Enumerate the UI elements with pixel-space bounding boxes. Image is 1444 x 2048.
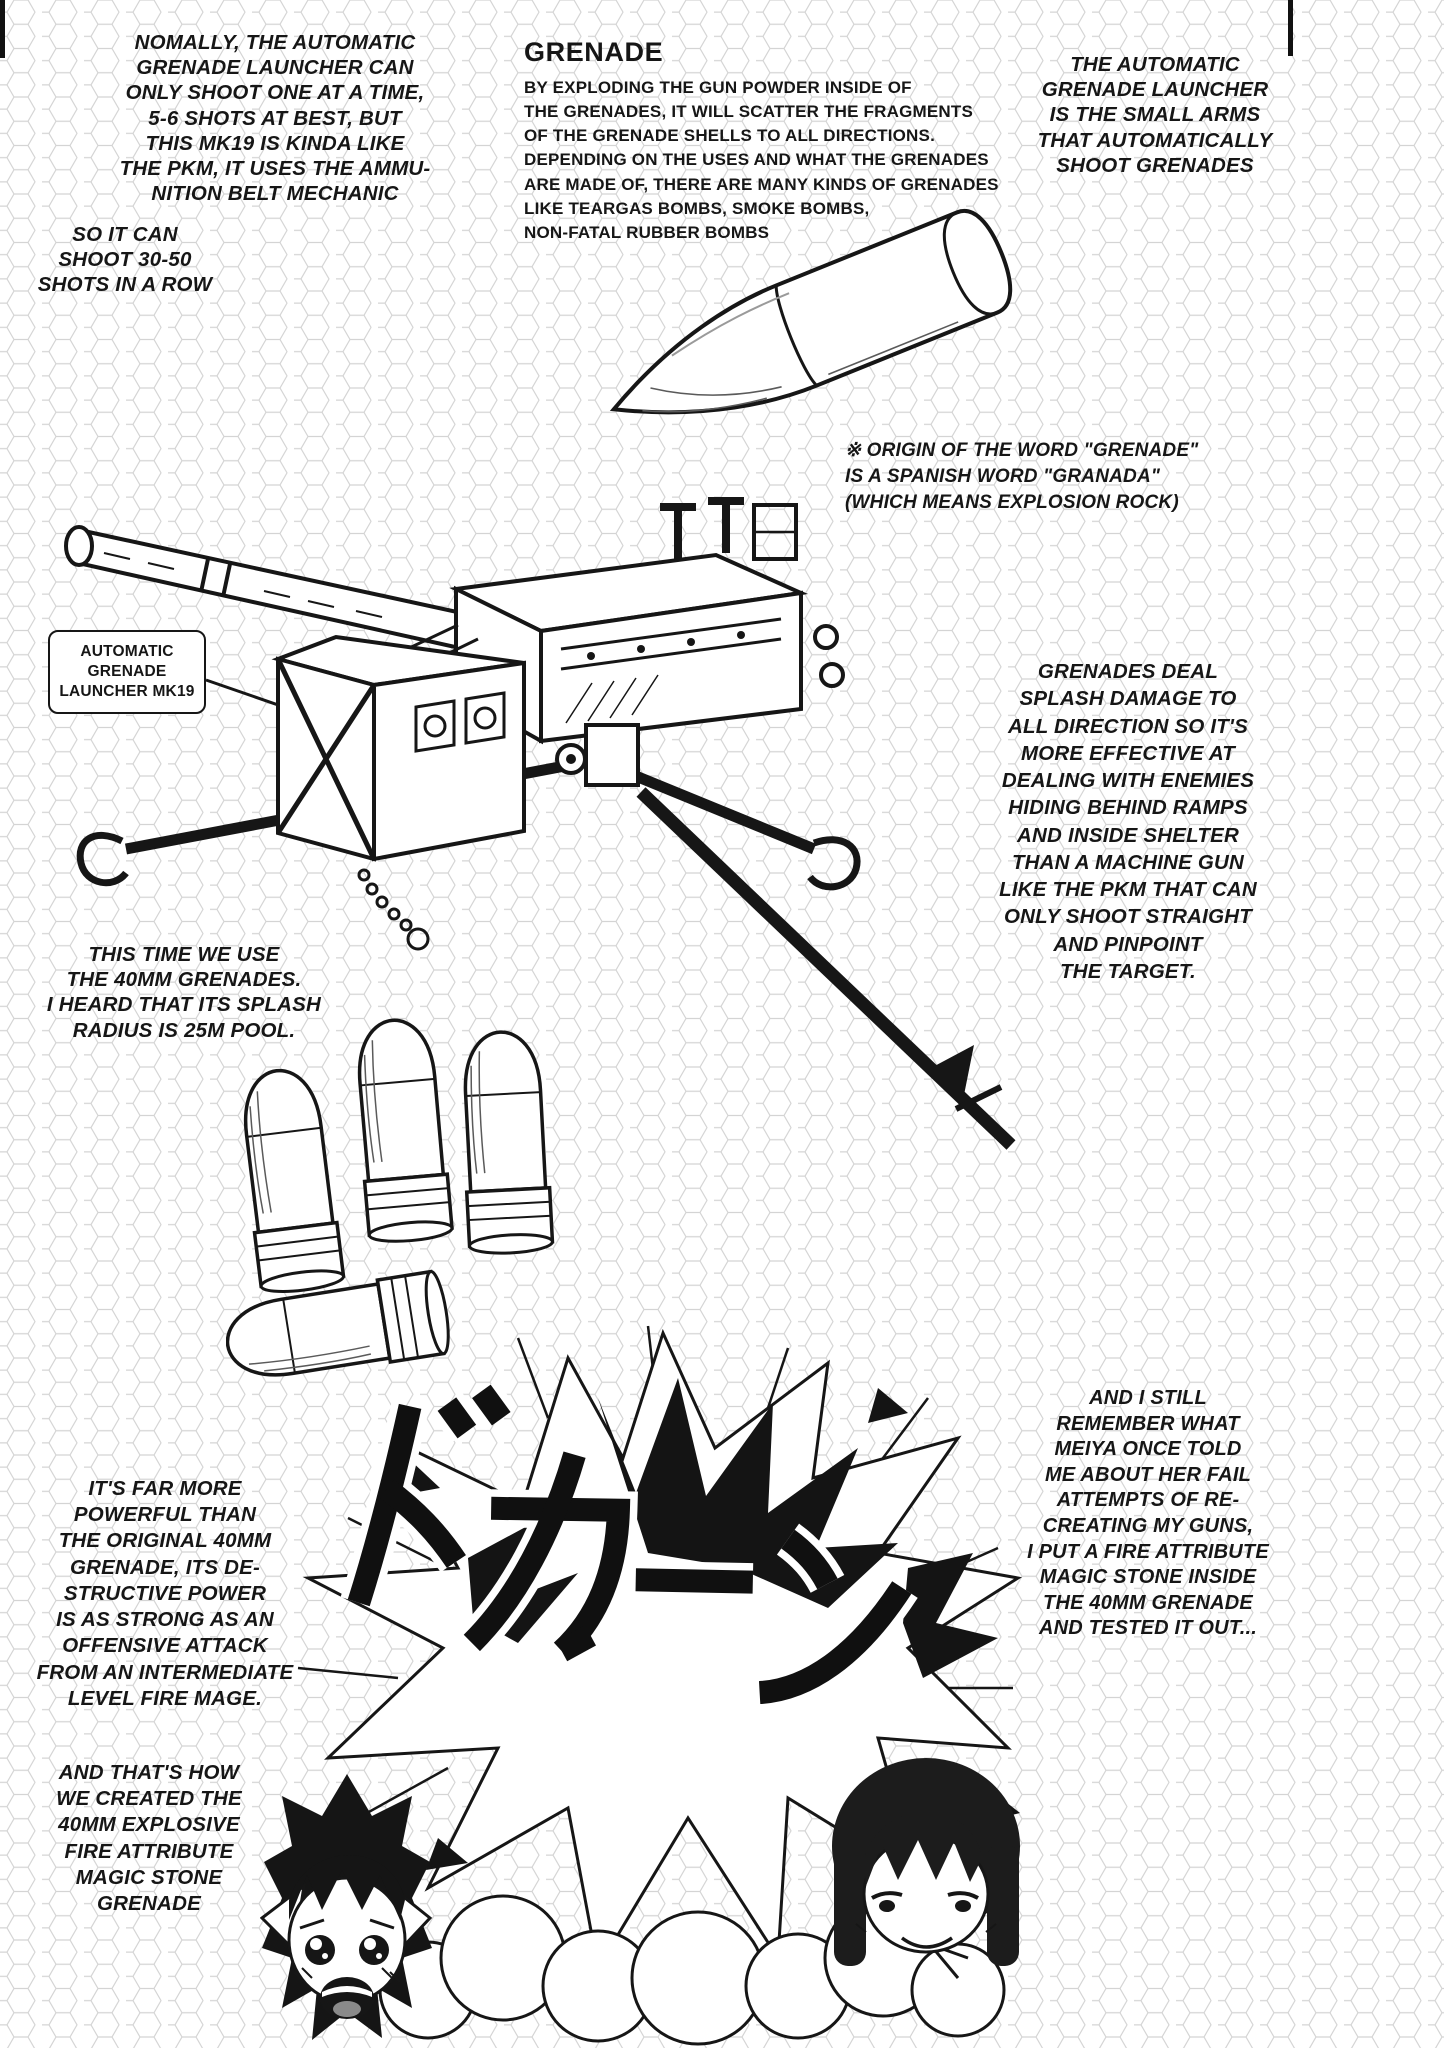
narration-magic-stone-grenade: AND THAT'S HOW WE CREATED THE 40MM EXPLO…: [56, 1761, 242, 1916]
grenade-shell-illustration: [609, 209, 1013, 415]
tripod-rear-rod: [636, 787, 1016, 1150]
narration-splash-damage: GRENADES DEAL SPLASH DAMAGE TO ALL DIREC…: [999, 660, 1257, 983]
eyes: [305, 1935, 389, 1965]
eyes: [871, 1891, 979, 1912]
sfx-dokaan: [340, 1380, 918, 1712]
grenade-origin-note: ※ ORIGIN OF THE WORD "GRENADE" IS A SPAN…: [845, 440, 1199, 514]
narration-launcher-intro: THE AUTOMATIC GRENADE LAUNCHER IS THE SM…: [1037, 53, 1273, 177]
panel-border-tick-left: [0, 0, 5, 58]
narration-ammo-belt: NOMALLY, THE AUTOMATIC GRENADE LAUNCHER …: [119, 31, 431, 206]
grenade-info-body: BY EXPLODING THE GUN POWDER INSIDE OF TH…: [524, 78, 999, 242]
eyebrows: [299, 1918, 395, 1930]
ammo-box: [271, 623, 526, 951]
blush-left: [293, 1967, 313, 1983]
tripod-mount: [555, 723, 640, 787]
pull-chain: [357, 868, 430, 951]
label-launcher-mk19: AUTOMATIC GRENADE LAUNCHER MK19: [48, 630, 206, 715]
narration-meiya-memory: AND I STILL REMEMBER WHAT MEIYA ONCE TOL…: [1027, 1387, 1269, 1640]
blush: [855, 1923, 997, 1933]
panel-border-tick-right: [1288, 0, 1293, 56]
chibi-girl-smug: [832, 1758, 1020, 1966]
side-lock-right: [987, 1844, 1019, 1966]
explosion-illustration: [297, 1325, 1023, 2046]
open-mouth: [320, 1977, 374, 2019]
grenade-info-title: GRENADE: [524, 37, 664, 67]
narration-destructive-power: IT'S FAR MORE POWERFUL THAN THE ORIGINAL…: [36, 1477, 294, 1710]
bangs: [289, 1855, 405, 1920]
side-lock-left: [834, 1844, 866, 1966]
mk19-launcher-illustration: [64, 497, 1016, 1150]
smug-smile: [900, 1936, 953, 1949]
narration-shots-row: SO IT CAN SHOOT 30-50 SHOTS IN A ROW: [37, 223, 213, 297]
blush-right: [381, 1967, 401, 1983]
bangs: [864, 1811, 982, 1886]
chibi-girl-excited: [260, 1774, 433, 2040]
narration-40mm-grenades: THIS TIME WE USE THE 40MM GRENADES. I HE…: [46, 943, 322, 1042]
